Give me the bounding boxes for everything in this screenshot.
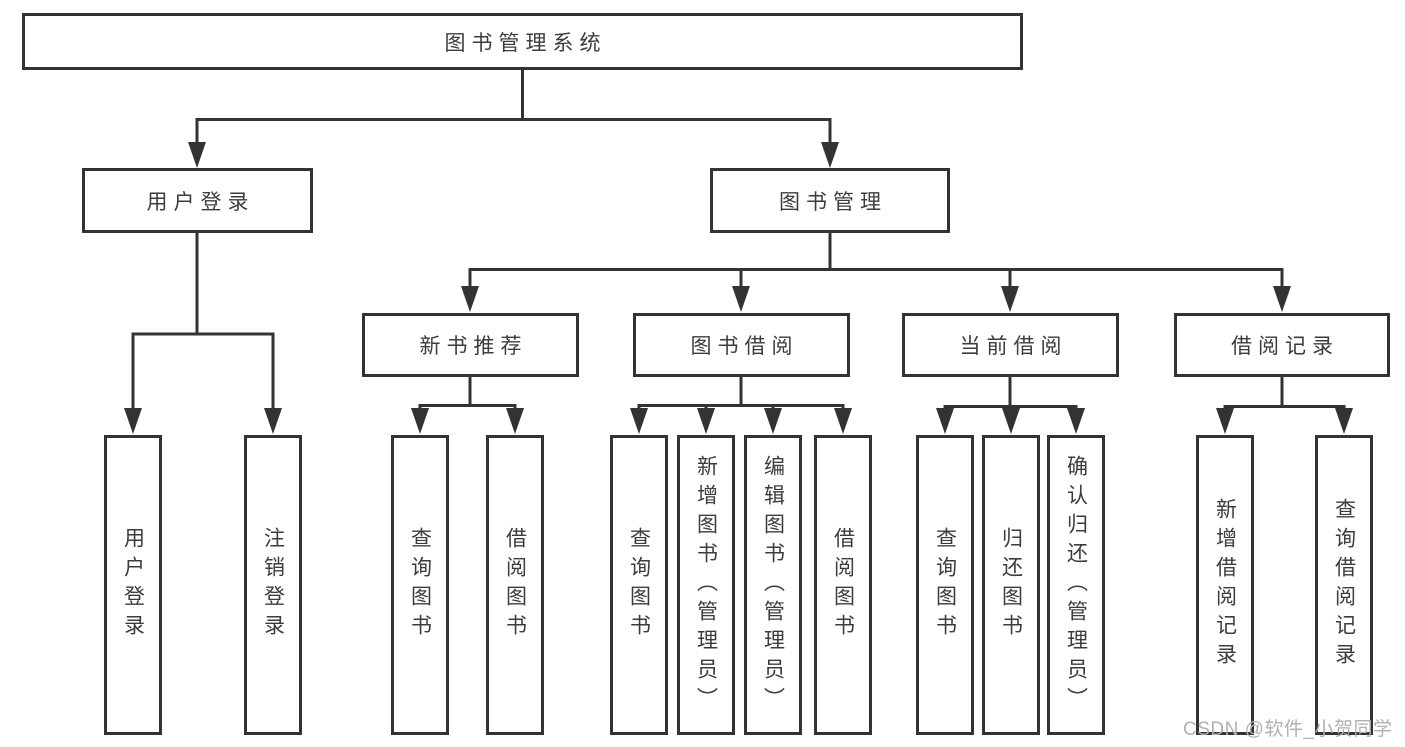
node-user-login: 用户登录 [82,168,313,233]
node-label: 用户登录 [121,527,145,643]
node-new-book-recommendation: 新书推荐 [362,313,579,377]
node-label: 查询图书 [408,527,432,643]
node-borrow-books-recommend: 借阅图书 [486,435,544,735]
node-label: 新增图书（管理员） [694,454,718,716]
node-label: 借阅记录 [1231,335,1339,358]
node-confirm-return-admin: 确认归还（管理员） [1047,435,1105,735]
node-label: 编辑图书（管理员） [761,454,785,716]
node-label: 确认归还（管理员） [1064,454,1088,716]
node-borrow-books-borrowing: 借阅图书 [814,435,872,735]
node-label: 图书管理 [779,190,887,214]
node-edit-books-admin: 编辑图书（管理员） [744,435,802,735]
node-label: 查询图书 [627,527,651,643]
node-label: 查询图书 [933,527,957,643]
node-user-login-action: 用户登录 [104,435,162,735]
node-query-borrow-record: 查询借阅记录 [1315,435,1373,735]
node-label: 新增借阅记录 [1213,498,1237,672]
node-borrowing-records: 借阅记录 [1174,313,1390,377]
node-label: 借阅图书 [503,527,527,643]
node-book-management: 图书管理 [710,168,950,233]
node-query-books-recommend: 查询图书 [391,435,449,735]
node-add-borrow-record: 新增借阅记录 [1196,435,1254,735]
watermark-text: CSDN @软件_小贺同学 [1183,719,1393,740]
node-label: 当前借阅 [959,335,1068,358]
node-label: 用户登录 [146,190,255,214]
node-logout-action: 注销登录 [244,435,302,735]
node-add-books-admin: 新增图书（管理员） [677,435,735,735]
node-book-borrowing: 图书借阅 [633,313,850,377]
node-query-books-current: 查询图书 [916,435,974,735]
node-current-borrowing: 当前借阅 [902,313,1119,377]
node-label: 图书借阅 [690,335,799,358]
node-query-books-borrowing: 查询图书 [610,435,668,735]
node-label: 查询借阅记录 [1332,498,1356,672]
node-label: 注销登录 [261,527,285,643]
node-library-management-system: 图书管理系统 [22,13,1023,70]
node-return-books: 归还图书 [982,435,1040,735]
node-label: 借阅图书 [831,527,855,643]
node-label: 图书管理系统 [444,31,607,55]
node-label: 新书推荐 [419,335,528,358]
node-label: 归还图书 [999,527,1023,643]
